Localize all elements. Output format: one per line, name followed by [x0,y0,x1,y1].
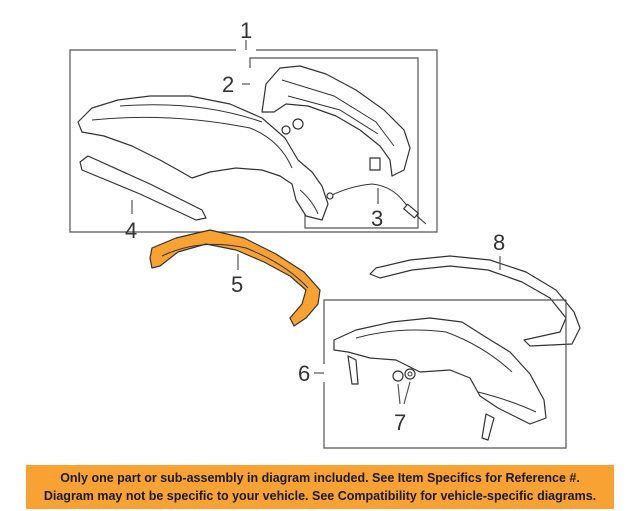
group-box-1 [69,49,438,233]
part-5-seal [149,229,321,327]
leader-7b [403,381,411,405]
leader-7a [397,383,401,405]
weatherstrip [79,155,207,221]
callout-4: 4 [125,218,137,243]
callout-7: 7 [394,410,406,435]
group-box-2 [249,57,419,229]
callout-6: 6 [298,361,310,386]
fasteners-part-7 [392,368,416,405]
notice-line-1: Only one part or sub-assembly in diagram… [60,471,580,485]
callout-2: 2 [222,72,234,97]
callout-1: 1 [240,18,252,43]
callout-5: 5 [231,272,243,297]
release-cable [326,183,427,225]
tonneau-cover [333,317,547,441]
rail-part-8 [369,255,581,347]
callout-3: 3 [371,206,383,231]
callout-8: 8 [493,230,505,255]
notice-line-2: Diagram may not be specific to your vehi… [43,489,597,503]
rear-window-frame [261,65,411,177]
group-box-6 [323,299,567,449]
parts-diagram: 1 2 3 4 5 8 [69,18,581,449]
highlighted-part-5 [149,229,321,327]
soft-top-fabric [77,95,329,221]
notice-banner: Only one part or sub-assembly in diagram… [26,465,614,509]
